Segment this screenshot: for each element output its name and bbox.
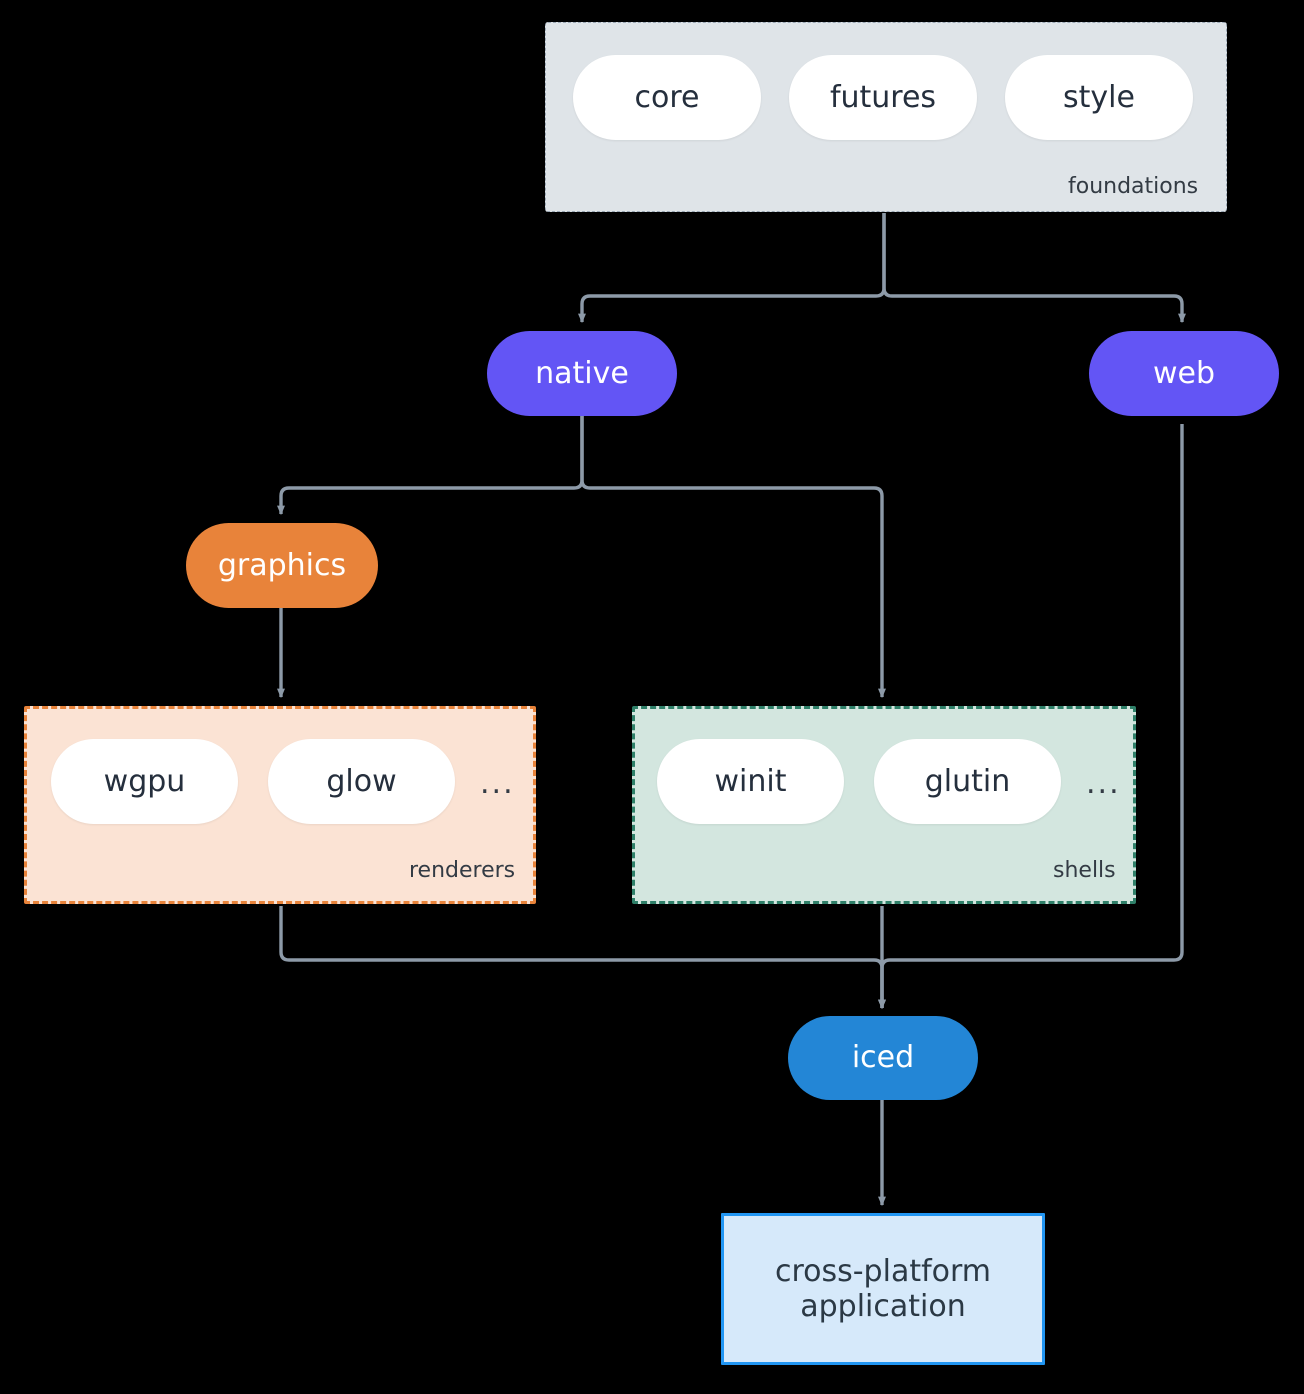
node-iced[interactable]: iced bbox=[788, 1016, 978, 1100]
cluster-label-renderers: renderers bbox=[409, 858, 516, 883]
node-graphics-label: graphics bbox=[217, 547, 347, 583]
application-label-line2: application bbox=[800, 1289, 966, 1324]
node-style[interactable]: style bbox=[1005, 55, 1193, 140]
edge-native-shells bbox=[580, 415, 886, 699]
edge-renderers-iced bbox=[279, 906, 886, 1010]
node-futures-label: futures bbox=[829, 79, 937, 115]
node-glow[interactable]: glow bbox=[268, 739, 455, 824]
node-web-label: web bbox=[1152, 355, 1216, 391]
node-native-label: native bbox=[535, 355, 629, 391]
node-core[interactable]: core bbox=[573, 55, 761, 140]
node-glutin-label: glutin bbox=[924, 763, 1011, 799]
node-wgpu[interactable]: wgpu bbox=[51, 739, 238, 824]
node-glow-label: glow bbox=[326, 763, 397, 799]
node-core-label: core bbox=[634, 79, 700, 115]
node-shells-ellipsis: ... bbox=[1086, 766, 1121, 801]
node-cross-platform-application[interactable]: cross-platform application bbox=[721, 1213, 1045, 1365]
node-glutin[interactable]: glutin bbox=[874, 739, 1061, 824]
node-winit[interactable]: winit bbox=[657, 739, 844, 824]
edge-foundations-web bbox=[882, 213, 1186, 324]
edge-foundations-native bbox=[578, 213, 886, 324]
cluster-label-shells: shells bbox=[1053, 858, 1116, 883]
node-futures[interactable]: futures bbox=[789, 55, 977, 140]
edge-native-graphics bbox=[277, 415, 584, 516]
node-graphics[interactable]: graphics bbox=[186, 523, 378, 608]
node-style-label: style bbox=[1063, 79, 1135, 115]
node-iced-label: iced bbox=[851, 1040, 915, 1076]
node-native[interactable]: native bbox=[487, 331, 677, 416]
node-winit-label: winit bbox=[714, 763, 787, 799]
node-web[interactable]: web bbox=[1089, 331, 1279, 416]
cluster-label-foundations: foundations bbox=[1068, 174, 1199, 199]
node-wgpu-label: wgpu bbox=[103, 763, 186, 799]
node-renderers-ellipsis: ... bbox=[480, 766, 515, 801]
application-label-line1: cross-platform bbox=[774, 1253, 992, 1289]
